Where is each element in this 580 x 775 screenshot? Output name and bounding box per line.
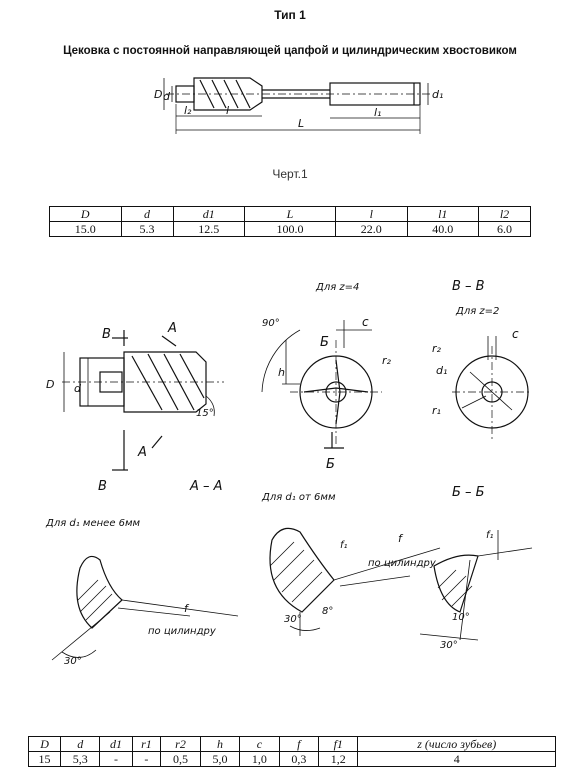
dim-f-label-mid: f bbox=[398, 532, 404, 545]
table-header-cell: d bbox=[60, 736, 101, 752]
table-cell: 0,5 bbox=[160, 751, 201, 767]
dim-r1-label: r₁ bbox=[432, 404, 441, 417]
dim-d1-label-right: d₁ bbox=[436, 364, 447, 377]
dim-d1-label: d₁ bbox=[432, 88, 443, 101]
section-mark-A-bottom: А bbox=[137, 445, 147, 460]
dim-l2-label: l₂ bbox=[184, 104, 192, 117]
table-cell: - bbox=[131, 751, 162, 767]
section-mark-A-top: А bbox=[167, 321, 177, 336]
table-cell: 40.0 bbox=[406, 221, 479, 237]
table-row: 15.0 5.3 12.5 100.0 22.0 40.0 6.0 bbox=[49, 221, 531, 237]
table-cell: 4 bbox=[357, 751, 556, 767]
table-cell: 0,3 bbox=[278, 751, 320, 767]
angle-15-label: 15° bbox=[196, 408, 214, 419]
table-cell: 1,2 bbox=[318, 751, 359, 767]
dim-f-label-left: f bbox=[184, 602, 190, 615]
table-cell: 22.0 bbox=[335, 221, 408, 237]
table-cell: 1,0 bbox=[239, 751, 280, 767]
table-header-cell: r1 bbox=[131, 736, 162, 752]
dim-l-label: l bbox=[226, 104, 229, 117]
table-header-cell: z (число зубьев) bbox=[357, 736, 556, 752]
figure-caption: Черт.1 bbox=[272, 167, 308, 181]
angle-8-mid: 8° bbox=[322, 606, 333, 617]
table-cell: 12.5 bbox=[172, 221, 245, 237]
table-header-cell: f bbox=[278, 736, 320, 752]
angle-90-label: 90° bbox=[262, 318, 280, 329]
table-header-cell: r2 bbox=[160, 736, 201, 752]
caption-d1-less-6mm: Для d₁ менее 6мм bbox=[45, 518, 141, 529]
dimensions-table-2: D d d1 r1 r2 h c f f1 z (число зубьев) 1… bbox=[27, 736, 556, 767]
section-mark-Bb-top: Б bbox=[320, 335, 329, 350]
table-header-row: D d d1 r1 r2 h c f f1 z (число зубьев) bbox=[27, 736, 556, 752]
angle-10-right: 10° bbox=[452, 612, 470, 623]
dim-c-label: c bbox=[362, 315, 369, 329]
table-header-cell: D bbox=[27, 736, 62, 752]
dim-l1-label: l₁ bbox=[374, 106, 381, 119]
dim-h-label: h bbox=[278, 366, 285, 379]
table-cell: 15.0 bbox=[49, 221, 122, 237]
document-title: Цековка с постоянной направляющей цапфой… bbox=[63, 45, 517, 57]
dim-L-label: L bbox=[298, 117, 304, 130]
caption-d1-from-6mm: Для d₁ от 6мм bbox=[261, 492, 336, 503]
section-title-BB: В – В bbox=[452, 279, 485, 294]
dim-D-label-detail: D bbox=[46, 378, 54, 391]
dim-f1-label-right: f₁ bbox=[486, 530, 494, 541]
dimensions-table-1: D d d1 L l l1 l2 15.0 5.3 12.5 100.0 22.… bbox=[49, 206, 531, 237]
type-label: Тип 1 bbox=[274, 8, 306, 22]
table-cell: - bbox=[99, 751, 133, 767]
dim-d-label: d bbox=[163, 90, 171, 103]
caption-z2: Для z=2 bbox=[455, 306, 499, 317]
caption-z4: Для z=4 bbox=[315, 282, 359, 293]
table-cell: 15 bbox=[27, 751, 62, 767]
angle-30-right: 30° bbox=[440, 640, 458, 651]
angle-30-mid: 30° bbox=[284, 614, 302, 625]
table-header-cell: c bbox=[239, 736, 280, 752]
dim-r2-label-right: r₂ bbox=[432, 342, 442, 355]
table-header-cell: h bbox=[199, 736, 241, 752]
section-title-AA: А – А bbox=[189, 479, 223, 494]
table-cell: 6.0 bbox=[478, 221, 531, 237]
cylinder-note-mid: по цилиндру bbox=[368, 558, 437, 569]
table-cell: 100.0 bbox=[244, 221, 336, 237]
table-header-cell: f1 bbox=[318, 736, 359, 752]
table-row: 15 5,3 - - 0,5 5,0 1,0 0,3 1,2 4 bbox=[27, 751, 556, 767]
dim-r2-label: r₂ bbox=[382, 354, 392, 367]
section-mark-B-top: В bbox=[102, 327, 111, 342]
dim-d-label-detail: d bbox=[74, 382, 82, 395]
table-cell: 5.3 bbox=[120, 221, 174, 237]
table-header-cell: d1 bbox=[99, 736, 133, 752]
table-cell: 5,0 bbox=[199, 751, 241, 767]
dim-c-label-right: c bbox=[512, 327, 519, 341]
angle-30-left: 30° bbox=[64, 656, 82, 667]
section-mark-Bb-bottom: Б bbox=[326, 457, 335, 472]
dim-D-label: D bbox=[154, 88, 162, 101]
cylinder-note-left: по цилиндру bbox=[148, 626, 217, 637]
table-cell: 5,3 bbox=[60, 751, 101, 767]
table-header-cell: d1 bbox=[172, 206, 245, 222]
section-title-BsBs: Б – Б bbox=[452, 485, 485, 500]
section-mark-B-bottom: В bbox=[98, 479, 107, 494]
dim-f1-label-mid: f₁ bbox=[340, 540, 348, 551]
